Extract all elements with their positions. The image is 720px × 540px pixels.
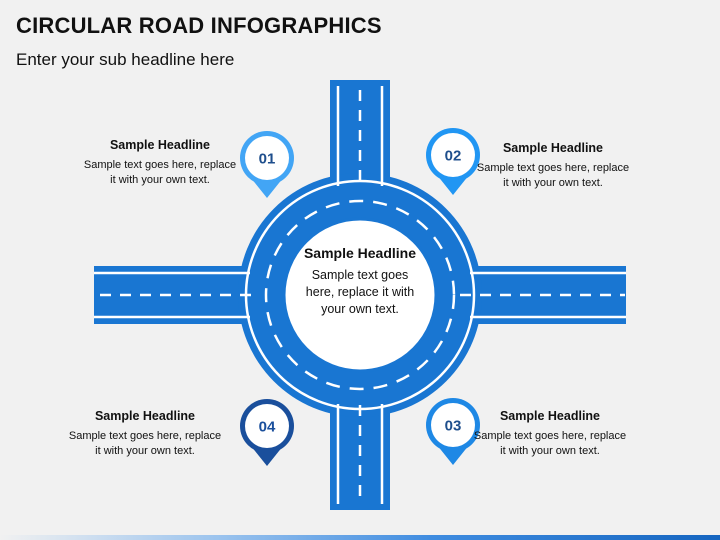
road-network: [94, 80, 626, 510]
pin-03-number: 03: [445, 418, 462, 435]
pin-04: 04: [240, 399, 294, 466]
center-island: [282, 217, 438, 373]
item-02-text: Sample text goes here, replace it with y…: [476, 162, 630, 189]
pin-04-number: 04: [259, 419, 276, 436]
pin-01: 01: [240, 131, 294, 198]
center-headline: Sample Headline: [303, 245, 417, 261]
page-subtitle: Enter your sub headline here: [16, 50, 235, 69]
item-04-headline: Sample Headline: [94, 409, 196, 423]
item-04-text: Sample text goes here, replace it with y…: [68, 430, 222, 457]
pin-02-number: 02: [445, 148, 462, 165]
pin-03: 03: [426, 398, 480, 465]
pin-01-number: 01: [259, 151, 276, 168]
item-02-block: Sample Headline Sample text goes here, r…: [473, 141, 633, 190]
page-title: CIRCULAR ROAD INFOGRAPHICS: [16, 13, 382, 38]
item-02-headline: Sample Headline: [502, 141, 604, 155]
center-text: Sample text goes here, replace it with y…: [305, 268, 415, 316]
item-03-headline: Sample Headline: [499, 409, 601, 423]
item-04-block: Sample Headline Sample text goes here, r…: [65, 409, 225, 458]
item-01-block: Sample Headline Sample text goes here, r…: [80, 138, 240, 187]
footer-accent-bar: [0, 535, 720, 540]
center-block: Sample Headline Sample text goes here, r…: [300, 244, 420, 318]
pin-02: 02: [426, 128, 480, 195]
item-03-text: Sample text goes here, replace it with y…: [473, 430, 627, 457]
item-01-text: Sample text goes here, replace it with y…: [83, 159, 237, 186]
item-01-headline: Sample Headline: [109, 138, 211, 152]
item-03-block: Sample Headline Sample text goes here, r…: [470, 409, 630, 458]
